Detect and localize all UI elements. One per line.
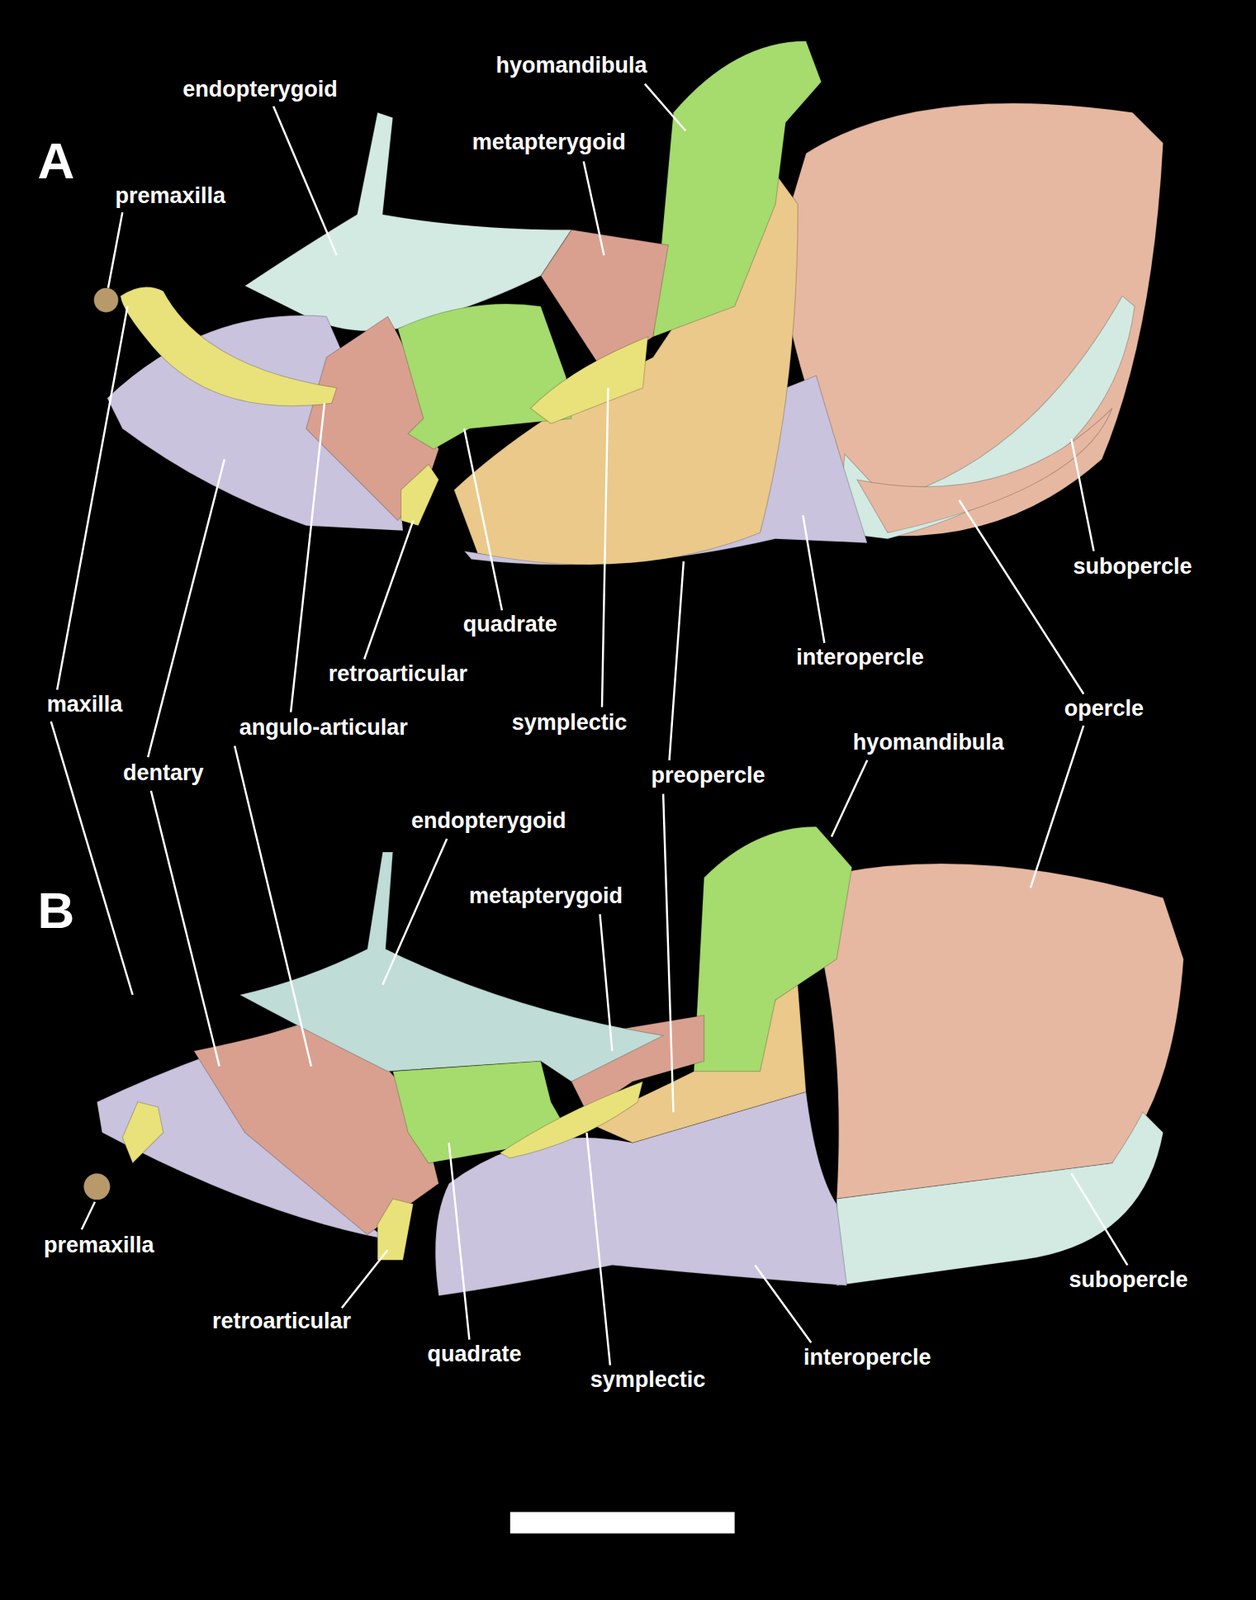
leader-line [108,212,123,288]
subopercle-bone [836,296,1135,540]
symplectic-bone [530,336,649,424]
part-label: premaxilla [113,184,229,210]
leader-line [449,1142,470,1340]
part-label: retroarticular [209,1309,354,1336]
part-label: symplectic [509,710,631,736]
part-label: metapterygoid [469,129,629,156]
part-label: quadrate [460,612,560,639]
hyomandibula-bone [653,41,822,337]
opercle-bone [857,408,1113,534]
part-label: opercle [1061,696,1147,722]
leader-line [234,746,312,1067]
quadrate-bone [398,303,572,450]
part-label: premaxilla [41,1232,157,1259]
leader-line [273,106,337,256]
leader-line [958,500,1084,695]
leader-line [290,402,325,712]
part-label: hyomandibula [492,53,650,80]
leader-lines [51,84,1129,1366]
part-label: dentary [120,760,207,787]
part-label: quadrate [425,1341,525,1368]
part-label: angulo-articular [236,715,411,742]
leader-line [802,515,825,643]
panel-b-bones [83,826,1184,1296]
leader-line [341,1250,389,1309]
panel-letter: A [35,132,78,191]
part-label: subopercle [1066,1267,1191,1294]
leader-line [1071,439,1094,552]
part-label: endopterygoid [408,808,569,835]
leader-line [669,561,684,761]
part-label: metapterygoid [466,884,626,911]
part-label: interopercle [793,644,927,671]
premaxilla-bone [83,1173,110,1200]
leader-line [754,1265,811,1343]
leader-line [600,914,613,1052]
part-label: subopercle [1070,554,1195,580]
part-label: interopercle [800,1345,934,1371]
panel-a-bones [94,41,1164,565]
leader-line [364,520,413,659]
symplectic-bone [499,1081,643,1159]
leader-line [644,84,686,132]
endopterygoid-bone [239,852,664,1082]
part-label: symplectic [587,1367,709,1394]
leader-line [56,306,128,691]
part-label: maxilla [44,691,126,718]
premaxilla-bone [94,288,119,313]
metapterygoid-bone [540,229,669,370]
panel-letter: B [35,881,78,941]
leader-line [151,791,220,1067]
leader-line [81,1202,95,1230]
leader-line [601,388,608,708]
part-label: preopercle [648,763,768,790]
retroarticular-bone [401,464,440,526]
leader-line [147,459,225,758]
maxilla-bone [120,287,337,407]
leader-line [464,428,503,611]
maxilla-bone [122,1102,163,1164]
leader-line [1071,1173,1128,1266]
retroarticular-bone [377,1199,413,1261]
part-label: endopterygoid [180,76,341,103]
scale-bar [510,1511,735,1534]
leader-line [382,838,447,986]
part-label: retroarticular [326,661,470,688]
leader-line [586,1132,610,1366]
hyomandibula-bone [693,826,853,1072]
subopercle-bone [836,1112,1163,1286]
leader-line [1030,725,1084,888]
leader-line [583,161,605,256]
part-label: hyomandibula [850,729,1007,756]
leader-line [663,794,674,1114]
leader-line [831,760,868,838]
